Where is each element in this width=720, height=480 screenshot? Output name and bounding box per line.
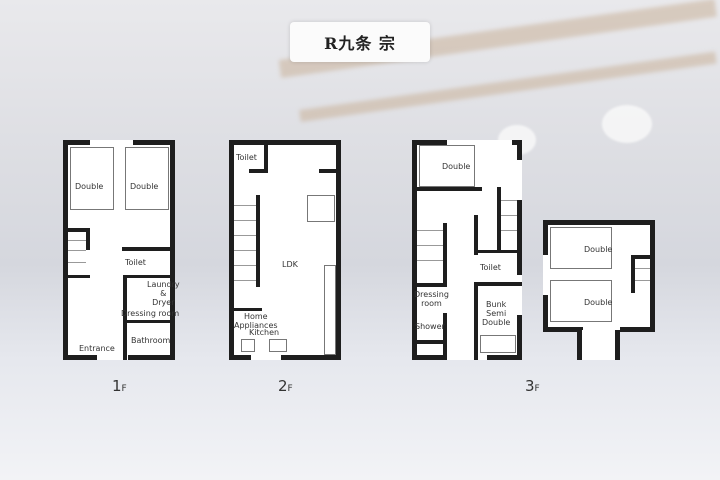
floor-plan-3f-annex: Double Double xyxy=(543,220,655,332)
bed-double xyxy=(70,147,114,210)
room-label: Dressing room xyxy=(414,290,449,308)
room-label: Laundry & Dryer xyxy=(147,280,180,307)
room-label: Shower xyxy=(415,322,445,331)
room-label: Toilet xyxy=(480,263,501,272)
room-label: Double xyxy=(442,162,471,171)
room-label: Double xyxy=(130,182,159,191)
room-label: Kitchen xyxy=(249,328,280,337)
property-title: R九条 宗 xyxy=(290,22,430,62)
stove xyxy=(241,339,255,352)
floor-label-2f: 2F xyxy=(278,377,293,395)
room-label: Double xyxy=(75,182,104,191)
dining-table xyxy=(307,195,335,222)
bed-double xyxy=(125,147,169,210)
room-label: Bunk Semi Double xyxy=(482,300,511,327)
room-label: Bathroom xyxy=(131,336,171,345)
floor-plan-3f: Double Toilet Dressing room Shower Bunk … xyxy=(412,140,522,360)
room-label: Toilet xyxy=(125,258,146,267)
sink xyxy=(269,339,287,352)
floor-plan-2f: Toilet LDK Home Appliances Kitchen xyxy=(229,140,341,360)
kitchen-counter xyxy=(324,265,336,355)
floor-plan-1f: Double Double Toilet Laundry & Dryer Dre… xyxy=(63,140,180,360)
room-label: Double xyxy=(584,245,613,254)
floor-label-1f: 1F xyxy=(112,377,127,395)
room-label: LDK xyxy=(282,260,298,269)
room-label: Entrance xyxy=(79,344,115,353)
room-label: Double xyxy=(584,298,613,307)
floor-label-3f: 3F xyxy=(525,377,540,395)
room-label: Dressing room xyxy=(121,309,180,318)
room-label: Toilet xyxy=(236,153,257,162)
room-label: Home Appliances xyxy=(234,312,278,330)
